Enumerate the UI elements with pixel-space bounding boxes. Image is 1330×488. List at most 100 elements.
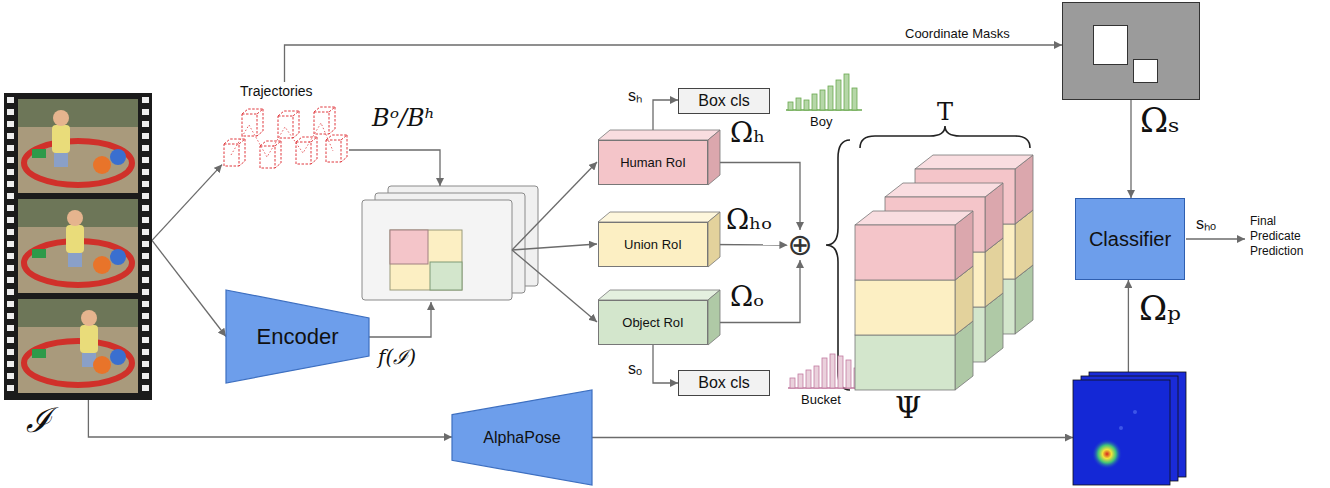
classifier-block: Classifier xyxy=(1075,198,1185,280)
frame-background xyxy=(18,99,138,127)
sprocket-hole xyxy=(7,277,14,283)
connector xyxy=(1128,280,1129,372)
sprocket-hole xyxy=(7,349,14,355)
histogram-bar xyxy=(796,98,801,110)
label-holder: Coordinate Masks xyxy=(905,26,1010,41)
roi-top xyxy=(598,290,720,300)
toy-can xyxy=(32,149,46,158)
sprocket-hole xyxy=(7,205,14,211)
edge-label: sₕ xyxy=(628,84,642,106)
sprocket-hole xyxy=(142,121,149,127)
label-holder: sₒ xyxy=(628,360,642,378)
sprocket-hole xyxy=(142,97,149,103)
mask-square xyxy=(1133,59,1158,83)
roi-feature: Object RoI xyxy=(598,300,708,345)
sprocket-hole xyxy=(7,253,14,259)
sandpit-basin xyxy=(24,141,132,185)
sprocket-hole xyxy=(7,289,14,295)
child-legs xyxy=(54,153,68,167)
child-head xyxy=(53,110,69,126)
box-symbol: Bᵒ/Bʰ xyxy=(372,104,435,132)
box-label: Classifier xyxy=(1089,228,1171,251)
histogram-bar xyxy=(836,80,841,110)
video-frame xyxy=(18,299,138,393)
edge-label: Ωₕ xyxy=(730,116,765,149)
histogram-bar xyxy=(822,358,827,388)
heatmap-frame xyxy=(1073,380,1170,485)
network-block: AlphaPose xyxy=(452,390,592,485)
sprocket-hole xyxy=(142,301,149,307)
block-label: AlphaPose xyxy=(483,429,560,447)
label-holder: Bᵒ/Bʰ xyxy=(372,104,435,132)
class-name: Bucket xyxy=(801,392,841,407)
sprocket-hole xyxy=(7,241,14,247)
roi-side xyxy=(708,212,720,267)
histogram-bar xyxy=(814,366,819,388)
sprocket-hole xyxy=(142,277,149,283)
label-holder: Bucket xyxy=(801,392,841,407)
joint-blob xyxy=(1092,439,1122,469)
trapezoid xyxy=(452,390,592,485)
toy-can xyxy=(32,249,46,258)
joint-speck xyxy=(1119,426,1123,430)
mask-image xyxy=(1062,2,1200,100)
connector xyxy=(708,260,800,323)
histogram-bar xyxy=(806,370,811,388)
histogram-bar xyxy=(846,360,851,388)
edge-label: Ωₒ xyxy=(730,280,764,313)
frame-background xyxy=(18,299,138,327)
histogram-bar xyxy=(844,74,849,110)
roi-arrow xyxy=(512,244,597,250)
edge-label: sₒ xyxy=(628,360,642,378)
histogram-bar xyxy=(812,94,817,110)
sprocket-hole xyxy=(142,157,149,163)
connector xyxy=(592,437,1073,438)
bucket xyxy=(93,156,111,174)
roi-top xyxy=(598,212,720,222)
child-head xyxy=(81,310,97,326)
sprocket-hole xyxy=(7,265,14,271)
feature-symbol: f(ℐ) xyxy=(378,343,416,370)
sprocket-hole xyxy=(7,229,14,235)
sprocket-hole xyxy=(7,301,14,307)
roi-side xyxy=(708,130,720,185)
shape-art xyxy=(855,155,1035,390)
brace xyxy=(826,140,850,390)
box-label: Box cls xyxy=(698,92,750,110)
histogram-bar xyxy=(790,378,795,388)
bucket xyxy=(110,249,126,265)
edge-label: Coordinate Masks xyxy=(905,26,1010,41)
box-arrow xyxy=(349,150,440,186)
feature-map xyxy=(362,200,512,300)
sprocket-hole xyxy=(142,241,149,247)
feature-symbol: Ωₚ xyxy=(1139,288,1186,328)
sprocket-hole xyxy=(142,313,149,319)
block-label: Encoder xyxy=(257,324,339,350)
toy-can xyxy=(32,349,46,358)
connector xyxy=(152,240,226,336)
child-head xyxy=(67,210,83,226)
connector xyxy=(152,165,222,241)
sprocket-hole xyxy=(7,157,14,163)
heatmap-stack xyxy=(1073,372,1186,485)
sprocket-hole xyxy=(142,145,149,151)
histogram-bar xyxy=(830,354,835,388)
label-holder: Ωₒ xyxy=(730,280,764,313)
trajectory-box xyxy=(326,135,347,162)
sprocket-hole xyxy=(142,325,149,331)
histogram-bar xyxy=(804,100,809,110)
roi-arrow xyxy=(512,250,597,322)
histogram-bar xyxy=(828,86,833,110)
bucket xyxy=(93,356,111,374)
sprocket-hole xyxy=(7,169,14,175)
tensor-art xyxy=(855,155,1035,390)
sprocket-hole xyxy=(142,373,149,379)
roi-label: Object RoI xyxy=(622,315,683,330)
tensor-front xyxy=(855,280,955,335)
histogram-bar xyxy=(852,88,857,110)
bucket xyxy=(93,256,111,274)
trapezoid xyxy=(226,290,369,383)
bucket xyxy=(110,149,126,165)
shape-art xyxy=(4,93,152,400)
sprocket-hole xyxy=(142,385,149,391)
